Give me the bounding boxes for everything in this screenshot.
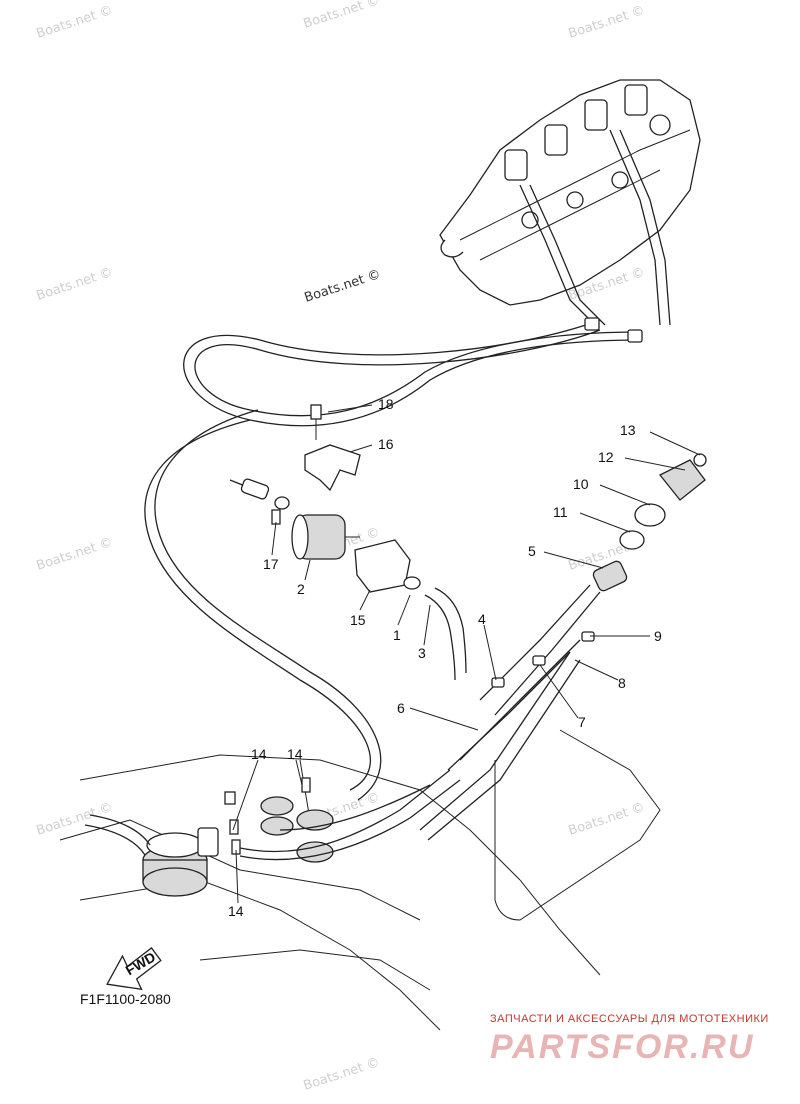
diagram-code: F1F1100-2080	[80, 991, 171, 1007]
engine-block-drawing	[439, 79, 701, 326]
callout-15: 15	[350, 612, 366, 628]
banner-logo-text: PARTSFOR.RU	[490, 1028, 754, 1066]
callout-18: 18	[378, 396, 394, 412]
callout-14: 14	[287, 746, 303, 762]
watermark: Boats.net ©	[567, 3, 647, 42]
callout-2: 2	[297, 581, 305, 597]
vent-assembly	[419, 453, 707, 841]
callout-9: 9	[654, 628, 662, 644]
center-watermark: Boats.net ©	[303, 267, 383, 306]
callout-17: 17	[263, 556, 279, 572]
fwd-arrow: FWD	[106, 947, 162, 991]
callout-14: 14	[251, 746, 267, 762]
partsfor-banner: ЗАПЧАСТИ И АКСЕССУАРЫ ДЛЯ МОТОТЕХНИКИ PA…	[490, 1013, 769, 1066]
watermark: Boats.net ©	[302, 1055, 382, 1094]
callouts: 18 16 13 12 10 11 5 17 2 15 1 3 4 9 8 7 …	[228, 396, 662, 919]
callout-6: 6	[397, 700, 405, 716]
fuel-hose-loop	[144, 317, 643, 801]
watermark: Boats.net ©	[35, 3, 115, 42]
callout-11: 11	[553, 504, 568, 520]
callout-16: 16	[378, 436, 394, 452]
callout-13: 13	[620, 422, 636, 438]
callout-10: 10	[573, 476, 589, 492]
callout-1: 1	[393, 627, 401, 643]
callout-4: 4	[478, 611, 486, 627]
callout-8: 8	[618, 675, 626, 691]
watermark: Boats.net ©	[35, 265, 115, 304]
callout-12: 12	[598, 449, 614, 465]
fuel-filter-assembly	[271, 404, 467, 681]
callout-5: 5	[528, 543, 536, 559]
watermark: Boats.net ©	[567, 800, 647, 839]
banner-tagline: ЗАПЧАСТИ И АКСЕССУАРЫ ДЛЯ МОТОТЕХНИКИ	[490, 1013, 769, 1025]
watermark: Boats.net ©	[35, 800, 115, 839]
watermark: Boats.net ©	[302, 0, 382, 32]
watermark: Boats.net ©	[35, 535, 115, 574]
tank-fittings	[84, 769, 461, 897]
callout-14: 14	[228, 903, 244, 919]
leader-lines	[232, 404, 701, 904]
callout-3: 3	[418, 645, 426, 661]
hull-outline	[59, 729, 661, 1031]
callout-7: 7	[578, 714, 586, 730]
